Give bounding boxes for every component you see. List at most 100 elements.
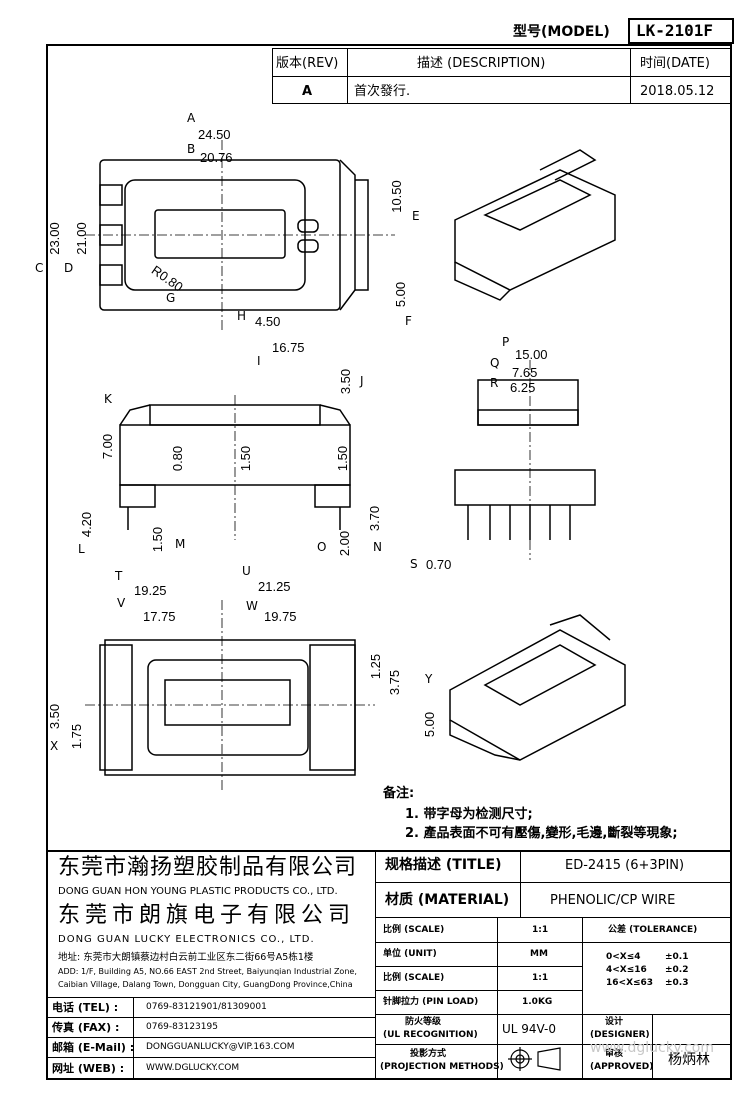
callout-W: W [246, 599, 258, 613]
watermark: www.dglucky.com [590, 1040, 714, 1056]
address-en-1: ADD: 1/F, Building A5, NO.66 EAST 2nd St… [58, 967, 357, 976]
callout-I: I [257, 354, 261, 368]
dim-T: 19.25 [134, 583, 167, 598]
projection-label-cn: 投影方式 [410, 1049, 447, 1059]
callout-S: S [410, 557, 418, 571]
dim-U: 21.25 [258, 579, 291, 594]
scale2-value: 1:1 [532, 973, 549, 983]
company-name-en-2: DONG GUAN LUCKY ELECTRONICS CO., LTD. [58, 934, 315, 945]
note-1: 1. 带字母为检测尺寸; [405, 807, 533, 822]
unit-label: 单位 (UNIT) [383, 949, 437, 959]
dim-H: 4.50 [255, 314, 281, 329]
fax-value: 0769-83123195 [146, 1022, 218, 1032]
callout-H: H [237, 309, 247, 323]
tol-range-2: 4<X≤16 [606, 965, 647, 975]
tel-label: 电话 (TEL) : [52, 1001, 119, 1014]
email-value[interactable]: DONGGUANLUCKY@VIP.163.COM [146, 1042, 295, 1052]
rev-date: 2018.05.12 [640, 84, 715, 99]
dim-B: 20.76 [200, 150, 233, 165]
dim-A: 24.50 [198, 127, 231, 142]
model-value: LK-2101F [636, 21, 714, 40]
callout-M: M [175, 537, 186, 551]
callout-C: C [35, 261, 44, 275]
callout-J: J [360, 374, 364, 388]
material-label: 材质 (MATERIAL) [385, 892, 510, 908]
unit-value: MM [530, 949, 548, 959]
tol-range-3: 16<X≤63 [606, 978, 654, 988]
web-label: 网址 (WEB) : [52, 1062, 125, 1075]
material-value: PHENOLIC/CP WIRE [550, 893, 676, 908]
scale-label: 比例 (SCALE) [383, 925, 445, 935]
ul-label-en: (UL RECOGNITION) [383, 1030, 478, 1040]
dim-I: 16.75 [272, 340, 305, 355]
company-name-cn-1: 东莞市瀚扬塑胶制品有限公司 [58, 855, 358, 880]
callout-P: P [502, 335, 510, 349]
email-label: 邮箱 (E-Mail) : [52, 1041, 135, 1054]
callout-L: L [78, 542, 85, 556]
company-name-en-1: DONG GUAN HON YOUNG PLASTIC PRODUCTS CO.… [58, 886, 338, 897]
desc-col-header: 描述 (DESCRIPTION) [417, 56, 546, 71]
callout-D: D [64, 261, 74, 275]
callout-Q: Q [490, 356, 500, 370]
ul-label-cn: 防火等级 [405, 1017, 442, 1027]
callout-U: U [242, 564, 251, 578]
tol-value-1: ±0.1 [665, 952, 689, 962]
model-box [628, 18, 734, 44]
callout-N: N [373, 540, 382, 554]
rev-value: A [302, 84, 313, 99]
isometric-view-bottom [449, 614, 626, 761]
web-value[interactable]: WWW.DGLUCKY.COM [146, 1063, 240, 1073]
model-label: 型号(MODEL) [513, 24, 610, 40]
bottom-view [99, 639, 356, 776]
dim-W: 19.75 [264, 609, 297, 624]
callout-V: V [117, 596, 126, 610]
note-2: 2. 產品表面不可有壓傷,變形,毛邊,斷裂等現象; [405, 826, 678, 841]
dim-P: 15.00 [515, 347, 548, 362]
dim-S: 0.70 [426, 557, 452, 572]
scale-value: 1:1 [532, 925, 549, 935]
dim-V: 17.75 [143, 609, 176, 624]
tol-value-3: ±0.3 [665, 978, 689, 988]
tolerance-label: 公差 (TOLERANCE) [608, 925, 698, 935]
approved-label-en: (APPROVED) [590, 1062, 654, 1072]
approved-label-cn: 审核 [605, 1049, 624, 1059]
scale2-label: 比例 (SCALE) [383, 973, 445, 983]
date-col-header: 时间(DATE) [640, 56, 710, 71]
callout-O: O [317, 540, 327, 554]
callout-X: X [50, 739, 59, 753]
approver-name: 杨炳林 [668, 1052, 710, 1068]
callout-R: R [490, 376, 499, 390]
fax-label: 传真 (FAX) : [52, 1021, 120, 1034]
callout-E: E [412, 209, 420, 223]
pin-load-value: 1.0KG [522, 997, 553, 1007]
rev-desc: 首次發行. [354, 84, 411, 99]
tol-range-1: 0<X≤4 [606, 952, 641, 962]
pin-load-label: 针脚拉力 (PIN LOAD) [383, 997, 479, 1007]
notes-title: 备注: [383, 786, 415, 801]
callout-A: A [187, 111, 196, 125]
tel-value: 0769-83121901/81309001 [146, 1002, 267, 1012]
ul-value: UL 94V-0 [502, 1022, 557, 1036]
rev-col-header: 版本(REV) [276, 56, 339, 71]
designer-label-cn: 设计 [605, 1017, 624, 1027]
projection-label-en: (PROJECTION METHODS) [380, 1062, 504, 1072]
dim-Q: 7.65 [512, 365, 538, 380]
title-value: ED-2415 (6+3PIN) [565, 858, 685, 873]
drawing-frame [46, 44, 732, 1080]
callout-T: T [115, 569, 123, 583]
designer-label-en: (DESIGNER) [590, 1030, 650, 1040]
isometric-view-top [454, 149, 616, 301]
address-en-2: Caibian Village, Dalang Town, Dongguan C… [58, 980, 353, 989]
title-label: 规格描述 (TITLE) [385, 857, 502, 873]
callout-F: F [405, 314, 412, 328]
company-name-cn-2: 东莞市朗旗电子有限公司 [58, 903, 356, 928]
callout-G: G [166, 291, 176, 305]
address-cn: 地址: 东莞市大朗镇蔡边村白云前工业区东二街66号A5栋1楼 [58, 952, 314, 963]
tol-value-2: ±0.2 [665, 965, 689, 975]
callout-Y: Y [425, 672, 433, 686]
callout-K: K [104, 392, 112, 406]
dim-R: 6.25 [510, 380, 536, 395]
callout-B: B [187, 142, 196, 156]
